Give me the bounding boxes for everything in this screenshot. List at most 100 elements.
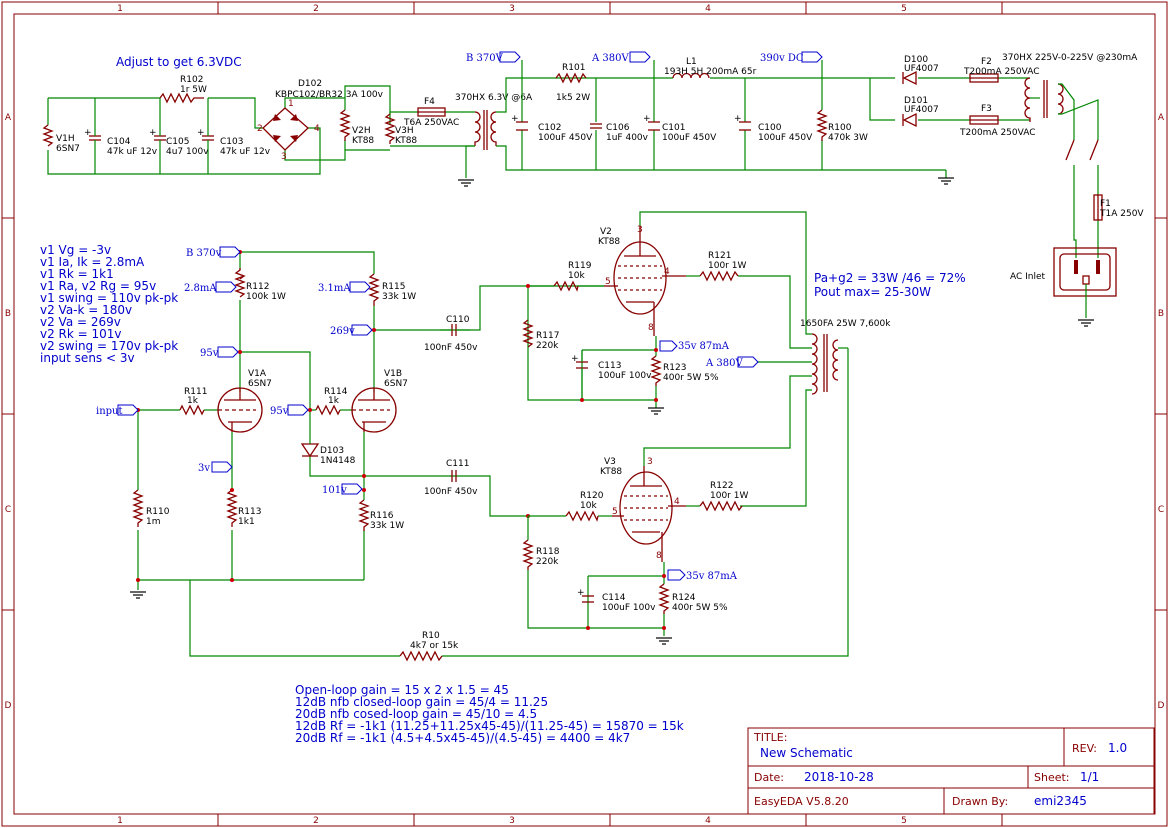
net-flag-a380-top: A 380V	[591, 51, 651, 64]
pentode-v2	[604, 226, 686, 336]
value-label: 1k	[328, 396, 340, 406]
resistor-r10	[399, 650, 443, 662]
resistor-r118	[522, 539, 534, 570]
value-label: 100r 1W	[710, 491, 748, 501]
svg-text:95v: 95v	[270, 406, 289, 417]
capacitor-c105: +	[149, 128, 166, 150]
value-label: 6SN7	[384, 379, 408, 389]
value-label: 100uF 450V	[538, 133, 593, 143]
gain-note: 12dB Rf = -1k1 (11.25+11.25x45-45)/(11.2…	[295, 719, 684, 733]
capacitor-c100: +	[734, 114, 751, 131]
design-note: v1 Vg = -3v	[40, 243, 111, 257]
ref-label: C110	[446, 315, 470, 325]
design-note: v2 swing = 170v pk-pk	[40, 339, 178, 353]
net-flag-95v-b: 95v	[270, 404, 309, 417]
capacitor-c102: +	[511, 114, 528, 131]
pin-label: 2	[257, 124, 263, 134]
value-label: 220k	[536, 341, 559, 351]
pin-label: 3	[647, 457, 653, 467]
ref-label: V2H	[352, 126, 371, 136]
ref-label: L1	[686, 57, 697, 67]
net-flag-b370-mid: B 370v	[186, 246, 241, 259]
transformer-label: 1650FA 25W 7,600k	[800, 319, 891, 329]
heater-v3h	[384, 113, 396, 144]
sheet-label: Sheet:	[1034, 771, 1070, 784]
value-label: T200mA 250VAC	[963, 67, 1040, 77]
heater-transformer	[465, 110, 497, 178]
row-label: D	[1158, 701, 1165, 711]
power-transformer	[1024, 77, 1099, 140]
ground-symbol	[458, 179, 474, 187]
title-block: TITLE: New Schematic REV: 1.0 Date: 2018…	[747, 727, 1155, 815]
svg-text:35v 87mA: 35v 87mA	[686, 571, 738, 582]
value-label: 1uF 400v	[606, 133, 649, 143]
svg-text:input: input	[96, 406, 123, 417]
net-flag-3v: 3v	[198, 461, 233, 474]
resistor-r113	[226, 489, 238, 527]
value-label: 400r 5W 5%	[672, 603, 728, 613]
resistor-r112	[234, 268, 246, 298]
svg-text:35v 87mA: 35v 87mA	[678, 341, 730, 352]
net-flag-390v: 390v DC	[760, 51, 823, 64]
gain-note: 20dB nfb cosed-loop gain = 45/10 = 4.5	[295, 707, 537, 721]
value-label: UF4007	[904, 105, 939, 115]
ref-label: F2	[981, 57, 992, 67]
value-label: 33k 1W	[382, 292, 416, 302]
ref-label: C111	[446, 459, 469, 469]
capacitor-c114: +	[577, 588, 594, 603]
ref-label: C102	[538, 123, 561, 133]
value-label: T6A 250VAC	[403, 118, 459, 128]
ref-label: C113	[598, 361, 621, 371]
ref-label: V2	[600, 227, 612, 237]
ref-label: V3H	[395, 126, 414, 136]
value-label: 6SN7	[248, 379, 272, 389]
svg-text:+: +	[84, 128, 92, 138]
svg-text:B 370v: B 370v	[186, 248, 222, 259]
value-label: 4u7 100v	[166, 147, 209, 157]
resistor-r121	[699, 270, 739, 282]
ref-label: D101	[904, 96, 928, 106]
title-value: New Schematic	[760, 746, 853, 760]
transformer-label: 370HX 6.3V @6A	[455, 93, 533, 103]
value-label: 100r 1W	[708, 261, 746, 271]
inlet-label: AC Inlet	[1010, 272, 1046, 282]
svg-text:3.1mA: 3.1mA	[318, 283, 351, 294]
capacitor-c106	[590, 123, 602, 129]
pin-label: 5	[605, 277, 611, 287]
value-label: 10k	[568, 271, 585, 281]
value-label: 33k 1W	[370, 521, 404, 531]
pentode-v3	[612, 466, 686, 562]
net-flag-269v: 269v	[330, 324, 373, 337]
ht-supply: R101 1k5 2W + C102 100uF 450V C106 1uF 4…	[496, 53, 1144, 327]
heater-supply: V1H 6SN7 + C104 47k uF 12v + C105 4u7 10…	[42, 75, 533, 187]
ref-label: R110	[146, 507, 170, 517]
value-label: 6SN7	[56, 144, 80, 154]
svg-text:+: +	[197, 128, 205, 138]
resistor-r123	[650, 355, 662, 386]
col-label: 2	[313, 816, 319, 826]
value-label: KT88	[352, 136, 374, 146]
row-label: B	[5, 309, 11, 319]
diode-d103	[300, 436, 320, 458]
row-label: D	[5, 701, 12, 711]
ref-label: R101	[562, 63, 585, 73]
diode-d101	[902, 112, 917, 128]
resistor-r100	[816, 109, 828, 141]
design-note: v1 swing = 110v pk-pk	[40, 291, 178, 305]
pin-label: 4	[314, 124, 320, 134]
design-note: v2 Va = 269v	[40, 315, 121, 329]
value-label: 100uF 100v	[602, 603, 656, 613]
value-label: KT88	[600, 467, 622, 477]
svg-text:101v: 101v	[322, 485, 347, 496]
resistor-r101	[555, 72, 587, 84]
ref-label: R10	[422, 631, 440, 641]
resistor-r115	[368, 273, 380, 306]
net-flag-input: input	[96, 404, 139, 417]
capacitor-c104: +	[84, 128, 101, 150]
ref-label: R113	[238, 507, 261, 517]
ref-label: R121	[708, 251, 731, 261]
ground-symbol	[656, 637, 672, 645]
value-label: T1A 250V	[1099, 209, 1144, 219]
